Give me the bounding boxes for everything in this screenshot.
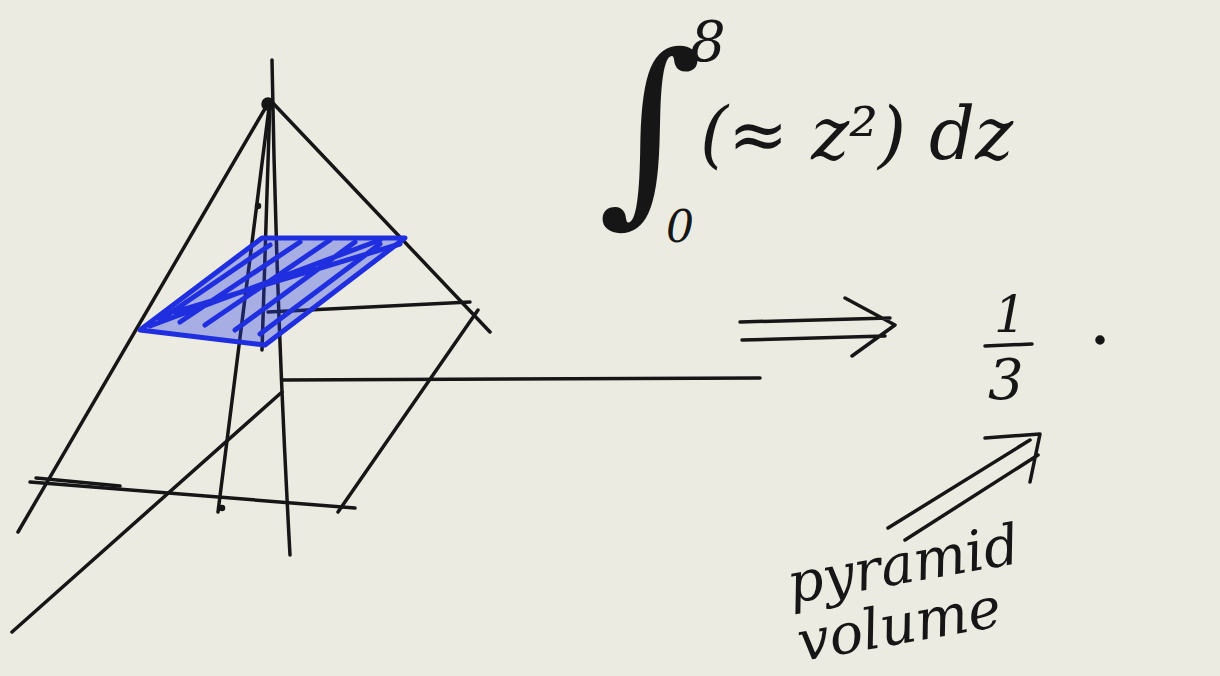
pyramid-base	[338, 310, 478, 512]
math-text: 1	[994, 290, 1026, 340]
math-text: 3	[988, 352, 1024, 408]
dot	[221, 507, 224, 510]
x-axis	[282, 378, 760, 380]
y-axis	[12, 392, 282, 632]
apex-dot	[263, 99, 273, 109]
math-text: (≈ z²) dz	[700, 98, 1013, 170]
math-text: ∫	[598, 28, 702, 228]
dot	[257, 205, 260, 208]
math-text: 8	[690, 14, 726, 70]
note-text: pyramid volume	[783, 490, 1178, 672]
math-text: 0	[666, 205, 694, 249]
period-dot	[1097, 337, 1103, 343]
cross-section	[140, 238, 405, 345]
implies-arrow	[740, 298, 895, 356]
fraction-bar	[985, 344, 1032, 346]
pyramid-base	[36, 478, 120, 486]
pyramid-base	[30, 482, 355, 508]
